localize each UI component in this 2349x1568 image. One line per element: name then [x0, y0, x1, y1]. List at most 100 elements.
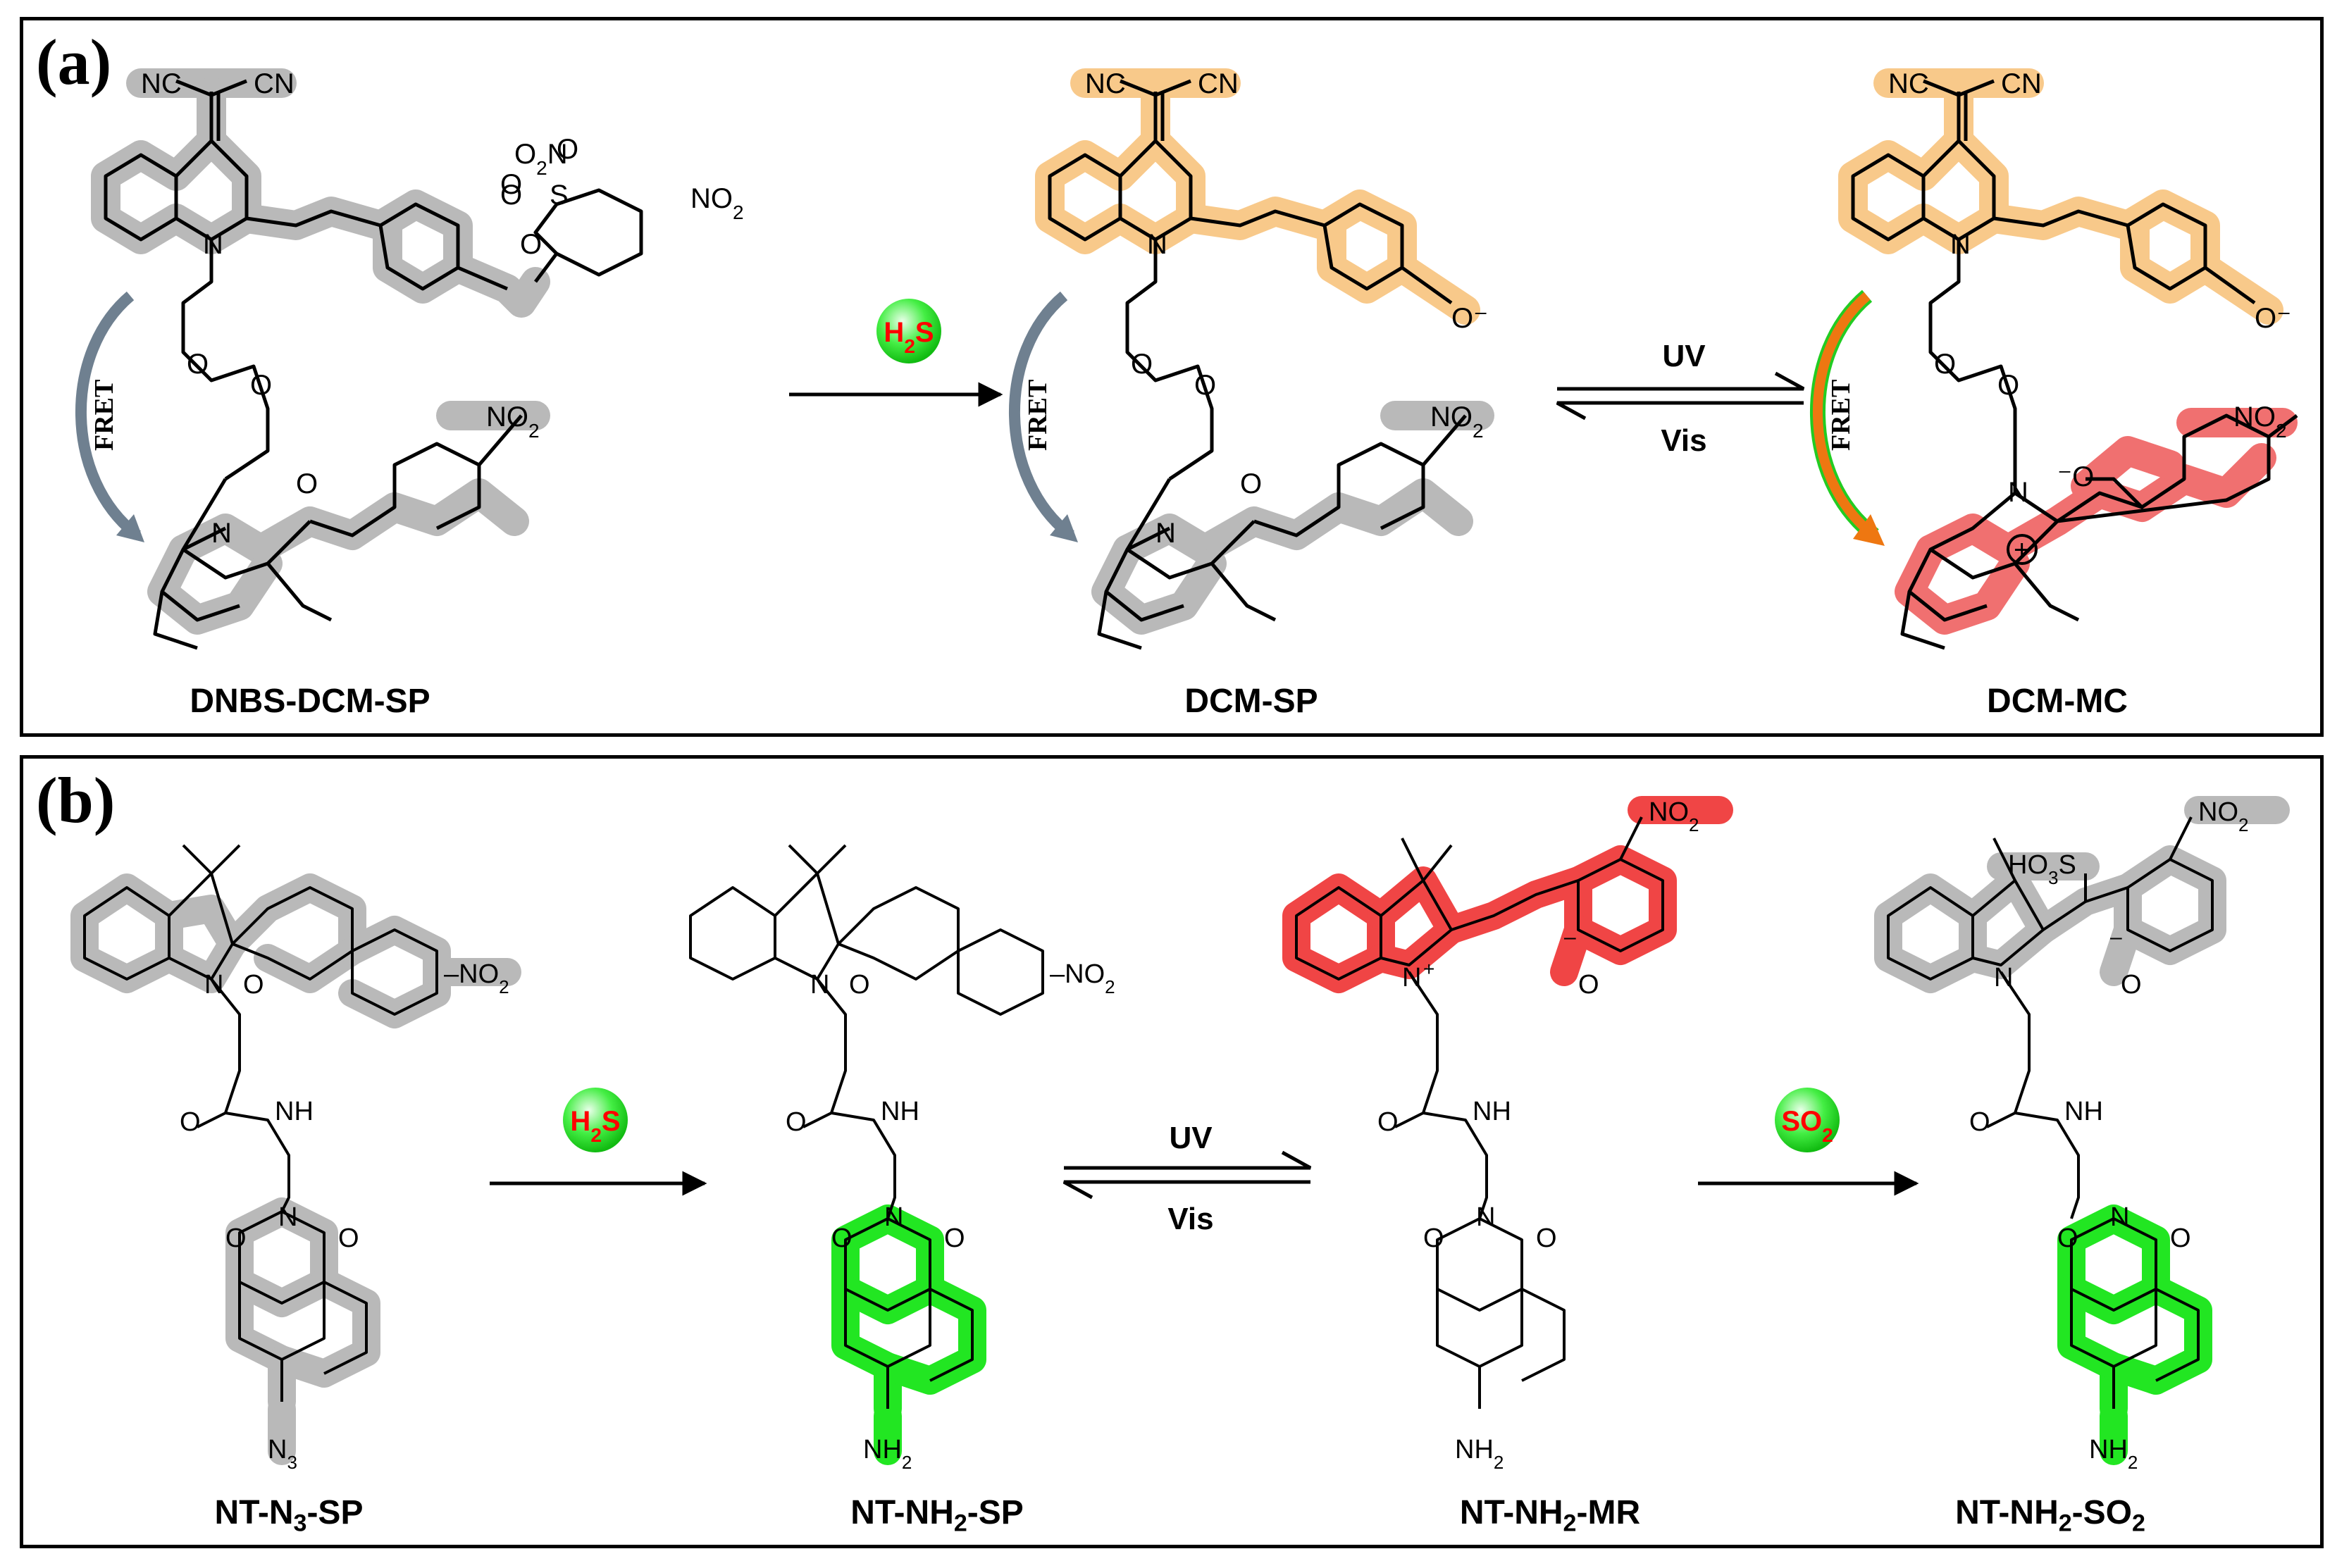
svg-text:N: N — [204, 970, 223, 1000]
svg-text:O: O — [500, 169, 522, 200]
svg-text:O: O — [250, 370, 272, 401]
reagent-ball — [876, 299, 941, 363]
svg-text:N: N — [1994, 963, 2013, 993]
svg-text:–: – — [2110, 926, 2122, 949]
compound-label-nt-nh2-so2: NT-NH2-SO2 — [1955, 1494, 2145, 1537]
skeleton — [689, 844, 1044, 1409]
skeleton — [83, 844, 438, 1402]
svg-text:O: O — [1131, 349, 1153, 380]
svg-text:O: O — [2057, 1224, 2078, 1253]
svg-text:O: O — [1997, 370, 2019, 401]
svg-text:N: N — [1402, 963, 1421, 993]
reaction-arrow-h2s-a: H2S — [789, 299, 1003, 407]
skeleton — [1887, 816, 2214, 1409]
skeleton — [1295, 816, 1664, 1409]
svg-text:O: O — [1194, 370, 1216, 401]
svg-text:+: + — [2014, 535, 2030, 566]
highlight-orange — [1035, 68, 1480, 325]
svg-text:O: O — [187, 349, 209, 380]
svg-text:NC: NC — [141, 68, 182, 99]
svg-text:O⁻: O⁻ — [1451, 303, 1488, 334]
svg-text:NC: NC — [1085, 68, 1126, 99]
svg-text:N: N — [203, 229, 223, 260]
svg-text:N: N — [2110, 1202, 2129, 1232]
svg-text:O: O — [831, 1224, 853, 1253]
fret-arrow — [1008, 291, 1074, 540]
fret-arrow — [1812, 292, 1878, 540]
panel-b-letter: (b) — [36, 764, 116, 836]
svg-text:O: O — [944, 1224, 965, 1253]
highlight-gray — [91, 68, 550, 635]
molecule-nt-nh2-so2: N HO3S O– NO2 O NH ONO NH2 — [1874, 796, 2290, 1473]
highlight-orange — [1838, 68, 2283, 325]
svg-text:NC: NC — [1888, 68, 1929, 99]
svg-text:N: N — [1476, 1202, 1495, 1232]
vis-label: Vis — [1167, 1202, 1213, 1236]
svg-text:N: N — [884, 1202, 903, 1232]
fret-label: FRET — [1826, 380, 1856, 451]
atom-labels: N O –NO2 O NH ONO N3 — [180, 959, 509, 1473]
uv-label: UV — [1662, 339, 1706, 373]
fret-arrow — [75, 291, 141, 540]
skeleton — [104, 79, 643, 650]
reaction-arrow-so2: SO2 — [1698, 1088, 1919, 1196]
svg-text:O: O — [1423, 1224, 1444, 1253]
svg-text:N: N — [278, 1202, 297, 1232]
svg-text:N: N — [810, 970, 829, 1000]
svg-text:O: O — [2121, 970, 2142, 1000]
svg-text:NH2: NH2 — [863, 1435, 912, 1473]
svg-text:O: O — [2170, 1224, 2191, 1253]
compound-label-dcm-mc: DCM-MC — [1987, 683, 2128, 720]
svg-text:N: N — [2008, 477, 2028, 508]
svg-text:O: O — [243, 970, 264, 1000]
svg-text:–NO2: –NO2 — [1050, 959, 1115, 997]
svg-text:O⁻: O⁻ — [2255, 303, 2291, 334]
fret-label: FRET — [1023, 380, 1053, 451]
svg-text:CN: CN — [1198, 68, 1239, 99]
svg-text:NH2: NH2 — [2089, 1435, 2138, 1473]
svg-text:+: + — [1423, 958, 1434, 980]
molecule-nt-nh2-sp: N O –NO2 O NH ONO NH2 — [689, 844, 1115, 1473]
svg-text:O: O — [225, 1224, 247, 1253]
highlight-gray — [1874, 796, 2290, 993]
svg-text:N: N — [1950, 229, 1971, 260]
svg-text:CN: CN — [254, 68, 295, 99]
molecule-nt-n3-sp: N O –NO2 O NH ONO N3 — [70, 844, 521, 1473]
svg-text:O: O — [557, 134, 578, 165]
molecule-nt-nh2-mr: N+ O– NO2 O NH ONO NH2 — [1282, 796, 1733, 1473]
reaction-arrow-h2s-b: H2S — [490, 1088, 707, 1196]
svg-text:O: O — [520, 229, 542, 260]
compound-label-nt-n3-sp: NT-N3-SP — [214, 1494, 364, 1537]
vis-label: Vis — [1661, 423, 1706, 458]
svg-text:–: – — [1564, 926, 1576, 949]
atom-labels: N+ O– NO2 O NH ONO NH2 — [1377, 797, 1699, 1473]
svg-text:O: O — [296, 468, 318, 499]
svg-text:O: O — [1240, 468, 1262, 499]
svg-text:N: N — [1147, 229, 1167, 260]
skeleton — [1048, 79, 1467, 650]
highlight-red — [1282, 796, 1733, 993]
svg-text:O: O — [1578, 970, 1599, 1000]
uv-label: UV — [1169, 1121, 1213, 1155]
highlight-green — [2057, 1205, 2212, 1465]
svg-text:O: O — [180, 1107, 201, 1137]
svg-text:CN: CN — [2001, 68, 2042, 99]
svg-text:O: O — [1934, 349, 1956, 380]
compound-label-nt-nh2-mr: NT-NH2-MR — [1459, 1494, 1641, 1537]
reagent-ball — [1775, 1088, 1840, 1152]
svg-text:O: O — [849, 970, 870, 1000]
skeleton — [1851, 79, 2298, 650]
svg-text:NO2: NO2 — [690, 183, 744, 223]
equilibrium-arrows-a: UV Vis — [1556, 339, 1805, 458]
svg-text:NH: NH — [881, 1097, 919, 1126]
svg-text:⁻O: ⁻O — [2057, 461, 2094, 492]
svg-text:O: O — [500, 180, 522, 211]
svg-text:O: O — [1536, 1224, 1557, 1253]
svg-text:NH: NH — [2064, 1097, 2103, 1126]
